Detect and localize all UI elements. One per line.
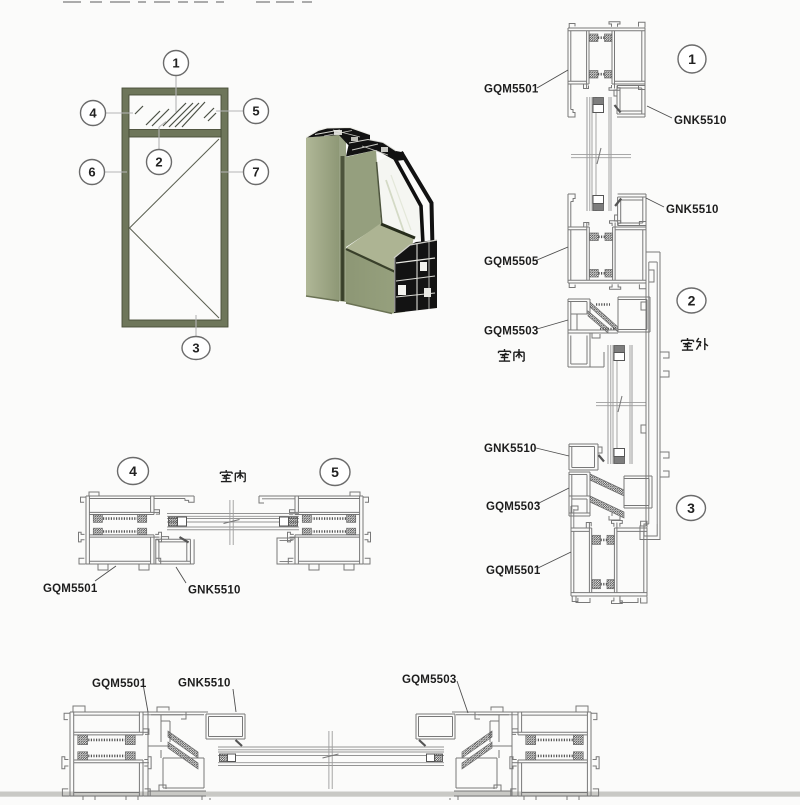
svg-text:4: 4	[129, 463, 137, 479]
svg-text:3: 3	[192, 341, 199, 356]
svg-text:1: 1	[172, 56, 179, 71]
svg-text:6: 6	[88, 165, 95, 180]
svg-text:4: 4	[89, 106, 97, 121]
svg-text:GQM5501: GQM5501	[486, 565, 541, 577]
svg-text:GQM5501: GQM5501	[92, 678, 147, 690]
svg-text:5: 5	[331, 464, 339, 480]
svg-text:GNK5510: GNK5510	[178, 678, 231, 690]
svg-text:2: 2	[688, 293, 696, 309]
svg-text:GQM5501: GQM5501	[484, 84, 539, 96]
svg-text:GQM5503: GQM5503	[402, 674, 456, 686]
svg-text:GNK5510: GNK5510	[674, 115, 727, 127]
svg-text:1: 1	[688, 51, 696, 67]
svg-text:5: 5	[252, 104, 259, 119]
svg-text:GQM5503: GQM5503	[486, 501, 540, 513]
svg-text:GQM5501: GQM5501	[43, 583, 98, 595]
svg-text:GQM5503: GQM5503	[484, 326, 538, 338]
svg-text:7: 7	[252, 165, 259, 180]
svg-text:GNK5510: GNK5510	[666, 204, 719, 216]
svg-text:GNK5510: GNK5510	[188, 585, 241, 597]
svg-text:GNK5510: GNK5510	[484, 443, 537, 455]
svg-text:3: 3	[687, 500, 695, 516]
svg-text:2: 2	[155, 155, 162, 170]
svg-text:GQM5505: GQM5505	[484, 256, 539, 268]
